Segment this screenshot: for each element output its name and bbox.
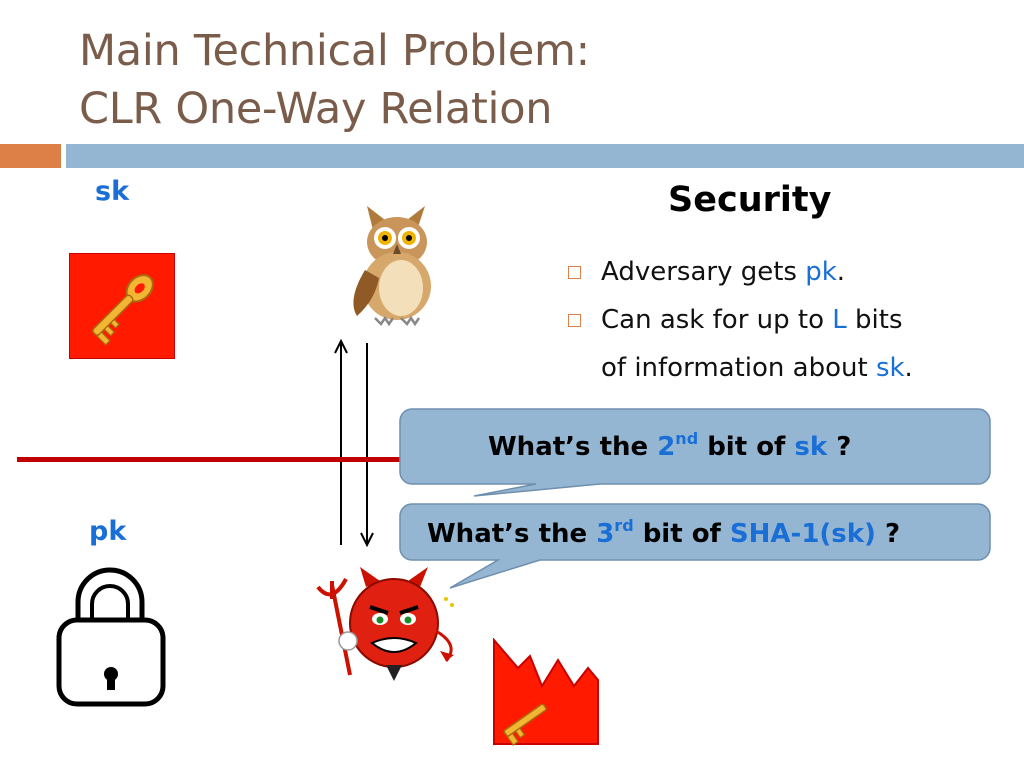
square-bullet-icon xyxy=(568,266,581,279)
header-bar xyxy=(66,144,1024,168)
golden-key-icon xyxy=(69,253,175,359)
owl-icon xyxy=(353,206,431,327)
q2-mid: bit of xyxy=(633,519,730,549)
divider-line xyxy=(17,457,402,462)
q1-pre: What’s the xyxy=(488,432,658,462)
q1-num: 2 xyxy=(657,432,676,462)
bullet-1-period: . xyxy=(836,257,846,287)
sk-label: sk xyxy=(95,176,130,207)
bullet-2-L: L xyxy=(832,305,847,335)
bullet-2-bits: bits xyxy=(846,305,903,335)
q1-sup: nd xyxy=(675,429,699,448)
q2-number: 3rd xyxy=(596,516,634,549)
security-bullets: Adversary gets pk. Can ask for up to L b… xyxy=(565,248,1005,392)
q1-end: ? xyxy=(827,432,852,462)
q2-sup: rd xyxy=(614,516,634,535)
pk-label: pk xyxy=(89,516,127,547)
q2-target: SHA-1(sk) xyxy=(729,519,876,549)
devil-icon xyxy=(316,567,454,681)
bullet-1-pk: pk xyxy=(805,257,837,287)
q1-target: sk xyxy=(794,432,828,462)
slide-title: Main Technical Problem: CLR One-Way Rela… xyxy=(79,22,590,138)
broken-key-icon xyxy=(493,638,599,746)
q1-number: 2nd xyxy=(657,429,699,462)
q2-num: 3 xyxy=(596,519,615,549)
bullet-2-line-2: of information about sk. xyxy=(601,344,1005,392)
callout-bubble-1 xyxy=(399,408,991,497)
header-accent-bar xyxy=(0,144,61,168)
title-line-1: Main Technical Problem: xyxy=(79,26,590,76)
q2-end: ? xyxy=(875,519,901,549)
q1-mid: bit of xyxy=(698,432,795,462)
bullet-1-text: Adversary gets xyxy=(601,257,806,287)
bullet-adversary-gets-pk: Adversary gets pk. xyxy=(565,248,1005,296)
bullet-2-text: Can ask for up to xyxy=(601,305,833,335)
bullet-2-sk: sk xyxy=(875,353,905,383)
square-bullet-icon xyxy=(568,314,581,327)
title-line-2: CLR One-Way Relation xyxy=(79,84,553,134)
padlock-icon xyxy=(56,567,166,707)
bullet-leakage-bits: Can ask for up to L bits of information … xyxy=(565,296,1005,392)
query-arrows xyxy=(334,338,374,548)
security-heading: Security xyxy=(668,180,832,220)
bullet-2-line-2-text: of information about xyxy=(601,353,876,383)
question-3rd-bit: What’s the 3rd bit of SHA-1(sk) ? xyxy=(427,516,900,549)
bullet-2-period: . xyxy=(904,353,913,383)
q2-pre: What’s the xyxy=(427,519,597,549)
callout-bubble-2 xyxy=(399,503,991,589)
question-2nd-bit: What’s the 2nd bit of sk ? xyxy=(488,429,851,462)
